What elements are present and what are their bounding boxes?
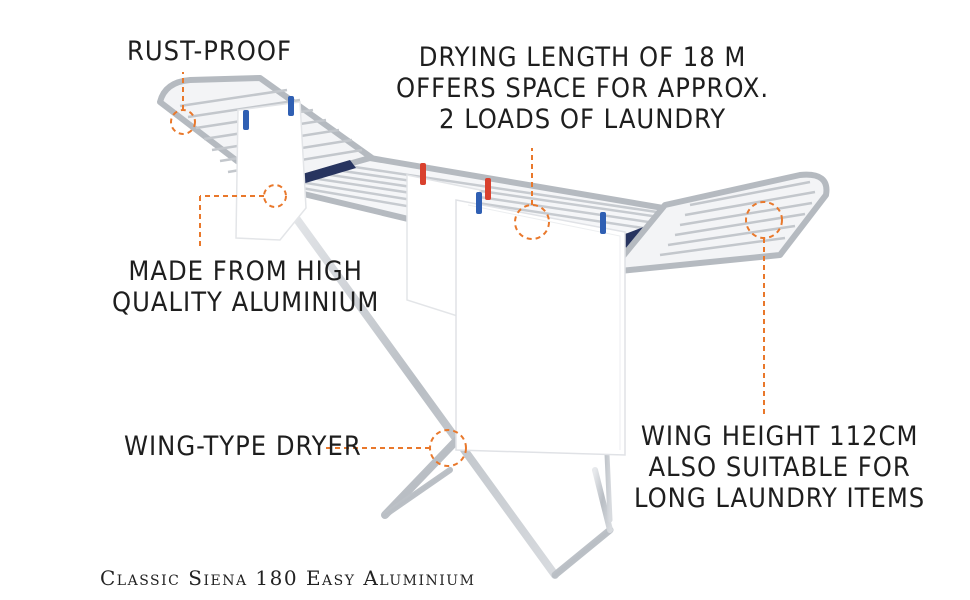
callout-line: 2 LOADS OF LAUNDRY [439,104,727,135]
callout-line: OFFERS SPACE FOR APPROX. [396,73,770,104]
callout-line: DRYING LENGTH OF 18 M [418,42,747,73]
callout-line: ALSO SUITABLE FOR [648,452,911,483]
callout-line: WING-TYPE DRYER [124,431,362,462]
callout-line: WING HEIGHT 112CM [640,421,919,452]
callout-wing-height: WING HEIGHT 112CM ALSO SUITABLE FOR LONG… [634,421,925,514]
hanging-laundry [235,101,626,456]
callout-rust-proof: RUST-PROOF [127,36,292,67]
callout-line: RUST-PROOF [127,36,292,67]
callout-line: QUALITY ALUMINIUM [112,287,380,318]
callout-drying-length: DRYING LENGTH OF 18 M OFFERS SPACE FOR A… [396,42,769,135]
callout-line: LONG LAUNDRY ITEMS [634,483,926,514]
callout-markers [170,72,783,467]
product-caption: Classic Siena 180 Easy Aluminium [100,566,476,590]
callout-wing-type: WING-TYPE DRYER [124,431,362,462]
right-wing [607,171,830,275]
clothes-pegs [243,96,606,234]
callout-line: MADE FROM HIGH [128,256,363,287]
callout-aluminium: MADE FROM HIGH QUALITY ALUMINIUM [112,256,379,318]
